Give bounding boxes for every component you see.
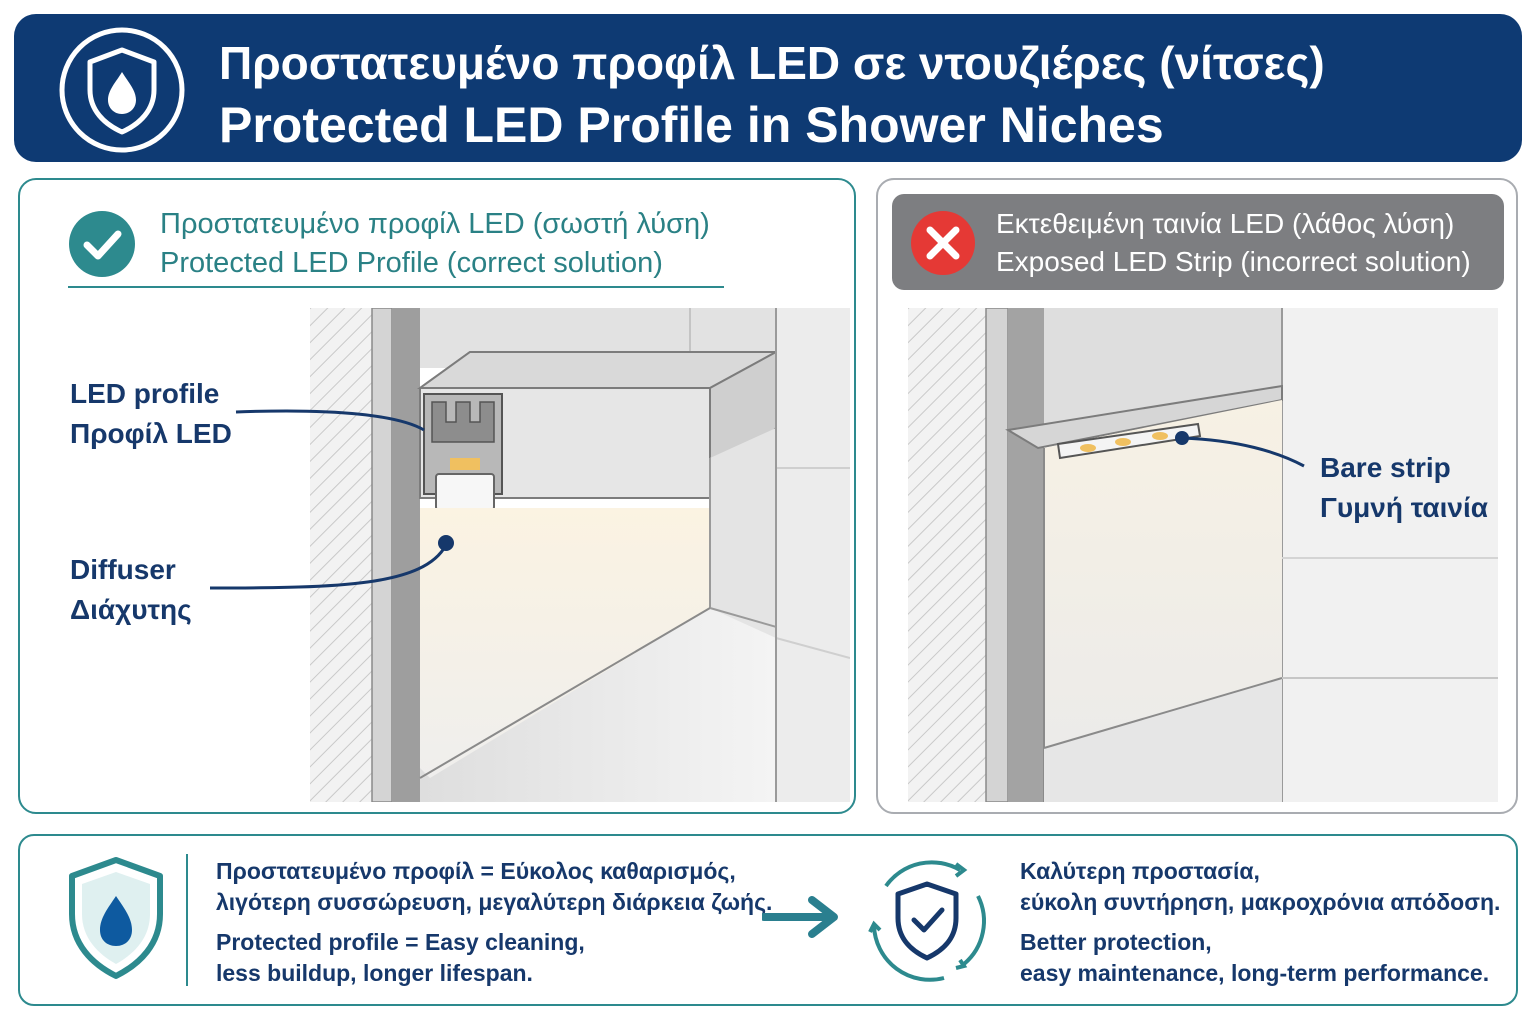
shield-drop-icon xyxy=(69,857,163,979)
summary-left-gr-1: Προστατευμένο προφίλ = Εύκολος καθαρισμό… xyxy=(216,858,736,884)
shield-water-drop-icon xyxy=(59,27,185,153)
summary-divider xyxy=(186,854,188,986)
incorrect-solution-header: Εκτεθειμένη ταινία LED (λάθος λύση) Expo… xyxy=(892,194,1504,290)
summary-panel: Προστατευμένο προφίλ = Εύκολος καθαρισμό… xyxy=(18,834,1518,1006)
callout-diffuser: Diffuser Διάχυτης xyxy=(70,550,192,630)
callout-led-profile-gr: Προφίλ LED xyxy=(70,418,232,449)
callout-bare-strip-gr: Γυμνή ταινία xyxy=(1320,492,1488,523)
shield-check-cycle-icon xyxy=(868,860,986,982)
callout-led-profile: LED profile Προφίλ LED xyxy=(70,374,232,454)
page-title-greek: Προστατευμένο προφίλ LED σε ντουζιέρες (… xyxy=(219,37,1325,89)
callout-led-profile-en: LED profile xyxy=(70,378,220,409)
callout-bare-strip: Bare strip Γυμνή ταινία xyxy=(1320,448,1488,528)
correct-solution-title-english: Protected LED Profile (correct solution) xyxy=(160,247,663,279)
summary-right-gr-1: Καλύτερη προστασία, xyxy=(1020,858,1260,884)
page-title-english: Protected LED Profile in Shower Niches xyxy=(219,97,1164,153)
summary-right-gr-2: εύκολη συντήρηση, μακροχρόνια απόδοση. xyxy=(1020,889,1501,915)
checkmark-circle-icon xyxy=(69,211,135,277)
incorrect-solution-title-english: Exposed LED Strip (incorrect solution) xyxy=(996,246,1471,277)
callout-bare-strip-en: Bare strip xyxy=(1320,452,1451,483)
correct-solution-callout-lines xyxy=(209,409,454,590)
correct-solution-panel: Προστατευμένο προφίλ LED (σωστή λύση) Pr… xyxy=(18,178,856,814)
incorrect-solution-title-greek: Εκτεθειμένη ταινία LED (λάθος λύση) xyxy=(996,208,1455,239)
callout-diffuser-en: Diffuser xyxy=(70,554,176,585)
arrow-right-icon xyxy=(762,896,838,938)
protected-profile-niche-illustration xyxy=(310,308,850,802)
page-header: Προστατευμένο προφίλ LED σε ντουζιέρες (… xyxy=(14,14,1522,162)
summary-right-en-1: Better protection, xyxy=(1020,929,1212,955)
correct-solution-title-greek: Προστατευμένο προφίλ LED (σωστή λύση) xyxy=(160,208,710,240)
summary-left-en-2: less buildup, longer lifespan. xyxy=(216,960,533,986)
incorrect-solution-callout-lines xyxy=(1175,431,1305,468)
summary-right-en-2: easy maintenance, long-term performance. xyxy=(1020,960,1490,986)
x-circle-icon xyxy=(911,211,975,275)
callout-diffuser-gr: Διάχυτης xyxy=(70,594,192,625)
summary-left-en-1: Protected profile = Easy cleaning, xyxy=(216,929,585,955)
bare-strip-niche-illustration xyxy=(908,308,1498,802)
incorrect-solution-panel: Εκτεθειμένη ταινία LED (λάθος λύση) Expo… xyxy=(876,178,1518,814)
title-underline xyxy=(68,286,724,288)
summary-left-gr-2: λιγότερη συσσώρευση, μεγαλύτερη διάρκεια… xyxy=(216,889,773,915)
